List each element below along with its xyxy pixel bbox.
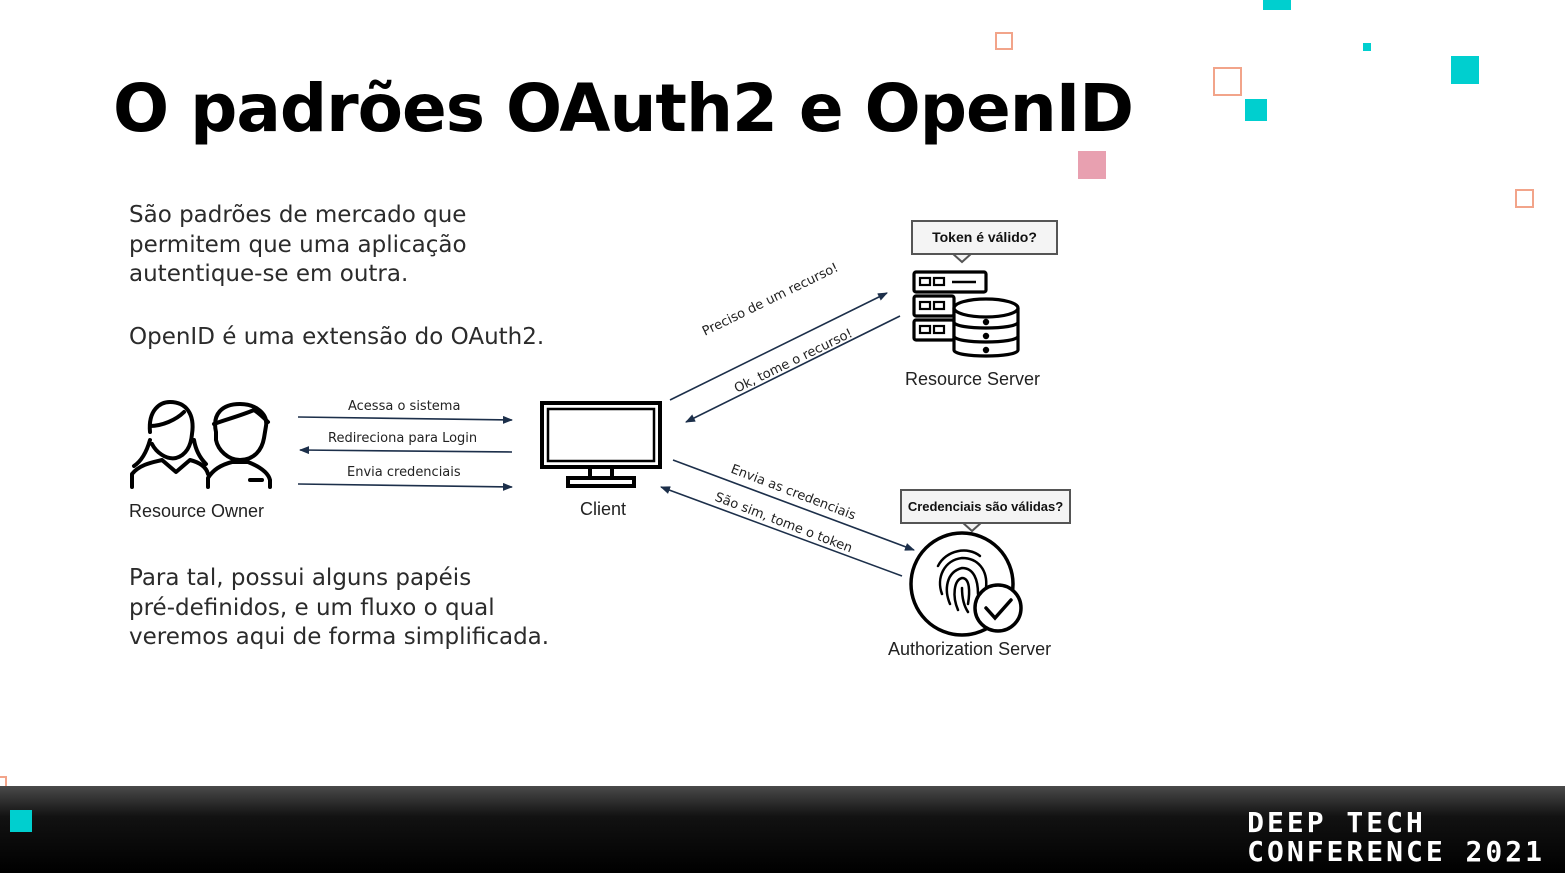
decor-square [1263, 0, 1291, 10]
decor-square [1245, 99, 1267, 121]
fingerprint-check-icon [909, 531, 1023, 637]
outro-line: veremos aqui de forma simplificada. [129, 624, 550, 650]
conference-brand: DEEP TECH CONFERENCE 2021 [1247, 808, 1545, 866]
bubble-tail [951, 252, 973, 264]
credentials-valid-bubble: Credenciais são válidas? [900, 489, 1071, 524]
token-valid-bubble: Token é válido? [911, 220, 1058, 255]
authorization-server-label: Authorization Server [888, 639, 1052, 659]
arrow-send-the-credentials [672, 459, 915, 551]
edge-label-access-system: Acessa o sistema [348, 399, 461, 414]
arrow-ok-resource [685, 315, 901, 423]
outro-paragraph: Para tal, possui alguns papéis pré-defin… [129, 564, 549, 653]
decor-square [1515, 189, 1534, 208]
openid-line: OpenID é uma extensão do OAuth2. [129, 324, 545, 350]
arrow-send-credentials [297, 482, 513, 491]
intro-line: autentique-se em outra. [129, 261, 409, 287]
decor-square [995, 32, 1013, 50]
decor-square [10, 810, 32, 832]
edge-label-redirect-login: Redireciona para Login [328, 431, 478, 446]
flow-arrows [297, 292, 915, 577]
outro-line: Para tal, possui alguns papéis [129, 565, 472, 591]
outro-line: pré-definidos, e um fluxo o qual [129, 594, 495, 621]
arrow-yes-take-token [660, 486, 903, 577]
resource-server-label: Resource Server [905, 369, 1041, 389]
users-icon [130, 400, 272, 489]
decor-square [1451, 56, 1479, 84]
openid-paragraph: OpenID é uma extensão do OAuth2. [129, 323, 544, 353]
decor-square [1213, 67, 1242, 96]
arrow-access-system [297, 415, 513, 424]
server-database-icon [912, 270, 1020, 358]
arrow-redirect-login [299, 446, 513, 455]
monitor-icon [540, 401, 662, 488]
arrow-need-resource [669, 292, 888, 401]
slide-title: O padrões OAuth2 e OpenID [113, 70, 1134, 147]
resource-owner-label: Resource Owner [129, 501, 265, 521]
intro-line: São padrões de mercado que [129, 202, 467, 228]
edge-label-send-credentials: Envia credenciais [347, 465, 461, 480]
credentials-valid-text: Credenciais são válidas? [907, 499, 1064, 514]
token-valid-text: Token é válido? [932, 229, 1037, 245]
bubble-tail [961, 521, 983, 533]
intro-line: permitem que uma aplicação [129, 231, 467, 258]
brand-line: CONFERENCE 2021 [1247, 835, 1545, 868]
decor-square [1078, 151, 1106, 179]
brand-line: DEEP TECH [1247, 806, 1426, 839]
decor-square [1363, 43, 1371, 51]
footer-bar [0, 786, 1565, 873]
intro-paragraph: São padrões de mercado que permitem que … [129, 201, 467, 290]
client-label: Client [580, 499, 627, 519]
